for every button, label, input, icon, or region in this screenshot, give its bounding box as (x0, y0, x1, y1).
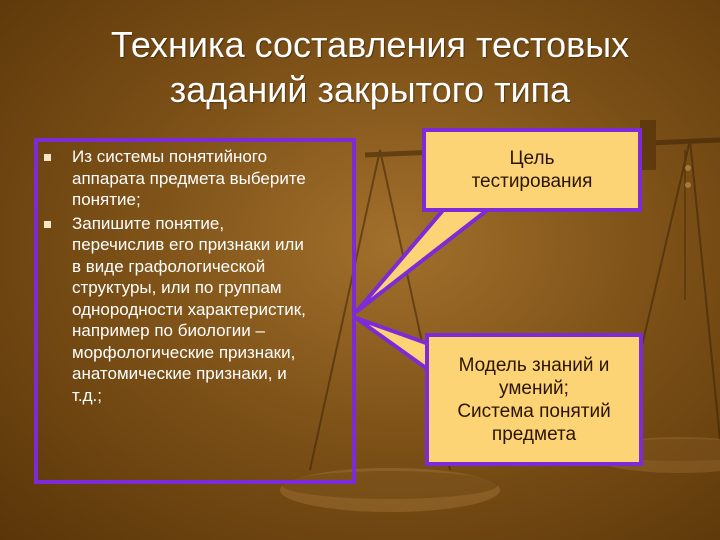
list-item: Из системы понятийного аппарата предмета… (40, 146, 350, 211)
callout-top-tail (354, 206, 496, 314)
title-line: заданий закрытого типа (169, 69, 571, 110)
bullet-line: морфологические признаки, (72, 342, 296, 362)
callout-line: умений; (499, 377, 569, 399)
bullet-line: структуры, или по группам (72, 278, 282, 297)
callout-line: предмета (491, 423, 577, 445)
bullet-line: однородности характеристик, (72, 299, 306, 319)
callout-goal: Цель тестирования (422, 128, 642, 212)
bullet-list: Из системы понятийного аппарата предмета… (40, 146, 350, 408)
bullet-line: в виде графологической (72, 256, 266, 276)
bullet-line: понятие; (72, 190, 141, 209)
square-bullet-icon (44, 220, 51, 228)
callout-line: Система понятий (457, 400, 611, 422)
callout-line: Модель знаний и (458, 354, 610, 376)
bullet-line: т.д.; (72, 385, 102, 405)
list-item: Запишите понятие, перечислив его признак… (40, 213, 350, 407)
slide-title: Техника составления тестовых заданий зак… (60, 22, 680, 112)
callout-model: Модель знаний и умений; Система понятий … (425, 333, 643, 466)
square-bullet-icon (44, 154, 51, 161)
title-line: Техника составления тестовых (110, 24, 630, 65)
bullet-line: Запишите понятие, (72, 213, 225, 233)
callout-line: Цель (509, 148, 555, 169)
bullet-line: аппарата предмета выберите (72, 168, 306, 188)
callout-line: тестирования (471, 171, 593, 192)
bullet-line: например по биологии – (72, 321, 265, 340)
bullet-line: Из системы понятийного (72, 147, 268, 166)
bullet-line: анатомические признаки, и (72, 364, 287, 383)
bullet-box-frame (34, 138, 356, 484)
bullet-line: перечислив его признаки или (72, 235, 304, 254)
